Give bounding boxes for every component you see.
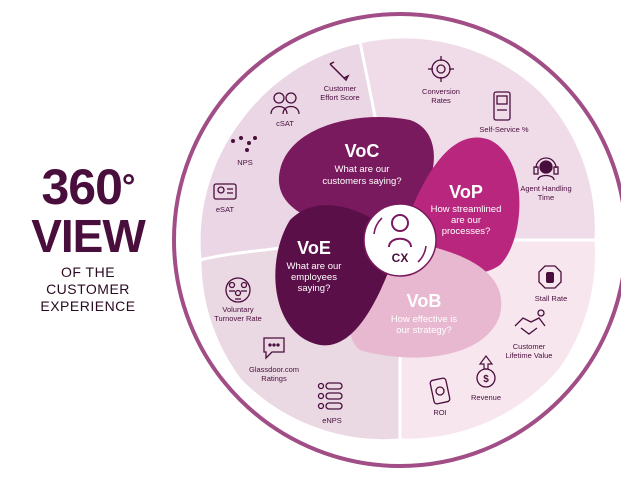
glassdoor-line-2: Ratings (261, 374, 287, 383)
degree-symbol: ° (121, 168, 136, 206)
clv-line-1: Customer (513, 342, 546, 351)
enps-label: eNPS (322, 416, 342, 425)
headline-view: VIEW (31, 210, 146, 262)
vob-line-1: How effective is (391, 314, 458, 325)
headline-360: 360 (41, 159, 122, 215)
dots-icon (231, 136, 257, 152)
voe-line-3: saying? (298, 283, 331, 294)
svg-text:$: $ (483, 374, 489, 385)
cx-label: CX (392, 251, 409, 265)
voc-line-2: customers saying? (322, 176, 401, 187)
vop-line-1: How streamlined (431, 204, 502, 215)
headline-sub-2: CUSTOMER (46, 281, 130, 297)
headset-icon (533, 157, 559, 181)
people-icon (270, 92, 300, 115)
turnover-line-1: Voluntary (222, 305, 254, 314)
self-service-label: Self-Service % (479, 125, 529, 134)
group-icon (225, 277, 251, 303)
vop-line-2: are our (451, 215, 481, 226)
customer-effort-line-2: Effort Score (320, 93, 359, 102)
vob-line-2: our strategy? (396, 325, 451, 336)
voc-line-1: What are our (335, 164, 390, 175)
headline-number: 360° (8, 160, 168, 214)
voe-line-2: employees (291, 272, 337, 283)
customer-effort-line-1: Customer (324, 84, 357, 93)
turnover-line-2: Turnover Rate (214, 314, 262, 323)
nps-label: NPS (237, 158, 252, 167)
headline: 360° VIEW OF THE CUSTOMER EXPERIENCE (8, 160, 168, 315)
target-icon (428, 56, 454, 82)
aht-line-2: Time (538, 193, 554, 202)
kiosk-icon (493, 91, 511, 121)
esat-label: eSAT (216, 205, 235, 214)
dollar-up-icon: $ (476, 355, 496, 388)
phone-money-icon (429, 377, 451, 405)
glassdoor-line-1: Glassdoor.com (249, 365, 299, 374)
vop-title: VoP (449, 182, 483, 202)
roi-label: ROI (433, 408, 446, 417)
vop-line-3: processes? (442, 226, 491, 237)
cycle-arrows-icon (373, 217, 427, 263)
person-icon (388, 214, 412, 248)
pencil-icon (329, 61, 350, 82)
id-badge-icon (213, 183, 237, 200)
voe-line-1: What are our (287, 261, 342, 272)
headline-sub-1: OF THE (60, 264, 116, 280)
voe-title: VoE (297, 238, 331, 258)
clv-line-2: Lifetime Value (506, 351, 553, 360)
list-icon (317, 382, 343, 410)
stop-hand-icon (538, 265, 562, 289)
vob-title: VoB (407, 291, 442, 311)
voc-title: VoC (345, 141, 380, 161)
csat-label: cSAT (276, 119, 294, 128)
cx-center (363, 203, 437, 277)
conversion-line-2: Rates (431, 96, 451, 105)
chat-bubble-icon (263, 337, 285, 360)
headline-sub-3: EXPERIENCE (40, 298, 136, 314)
aht-line-1: Agent Handling (520, 184, 571, 193)
revenue-label: Revenue (471, 393, 501, 402)
handshake-icon (514, 309, 546, 335)
conversion-line-1: Conversion (422, 87, 460, 96)
stall-rate-label: Stall Rate (535, 294, 568, 303)
